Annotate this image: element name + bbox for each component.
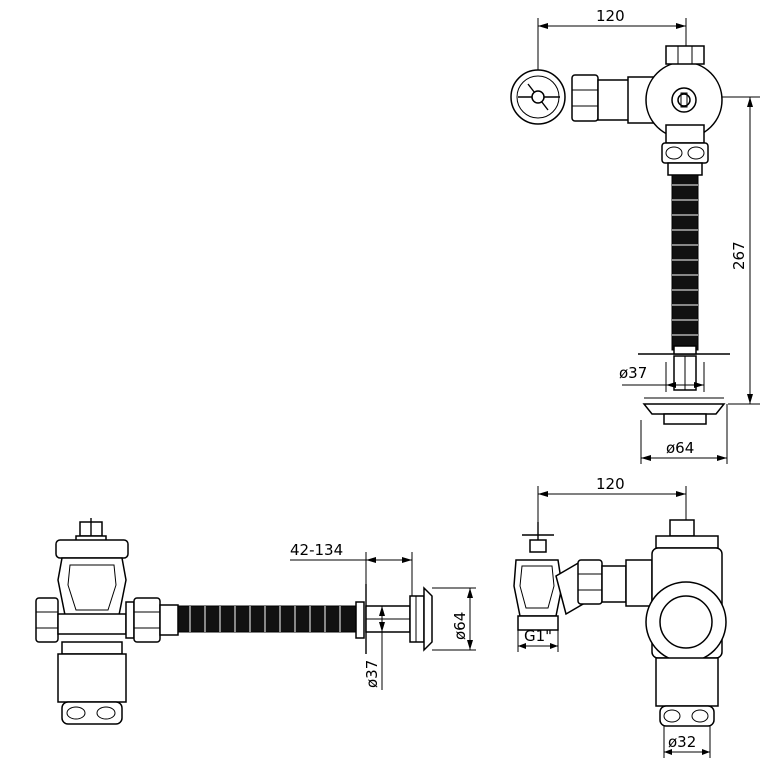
side-pipe-diameter-label: ø37 bbox=[363, 660, 381, 688]
side-view: 42-134 ø64 ø37 bbox=[35, 518, 476, 725]
front-outlet-diameter-label: ø32 bbox=[668, 733, 696, 751]
front-thread-label: G1" bbox=[524, 627, 552, 645]
side-flange-diameter-label: ø64 bbox=[451, 612, 469, 640]
top-flange-diameter-label: ø64 bbox=[666, 439, 694, 457]
front-view: 120 G1" bbox=[513, 475, 727, 758]
top-view: 120 bbox=[510, 7, 760, 464]
hose-ribs bbox=[672, 184, 698, 336]
top-pipe-diameter-label: ø37 bbox=[619, 364, 647, 382]
front-width-label: 120 bbox=[596, 475, 625, 493]
top-width-label: 120 bbox=[596, 7, 625, 25]
side-hose-ribs bbox=[189, 606, 341, 632]
side-length-label: 42-134 bbox=[290, 541, 343, 559]
top-height-label: 267 bbox=[730, 241, 748, 270]
